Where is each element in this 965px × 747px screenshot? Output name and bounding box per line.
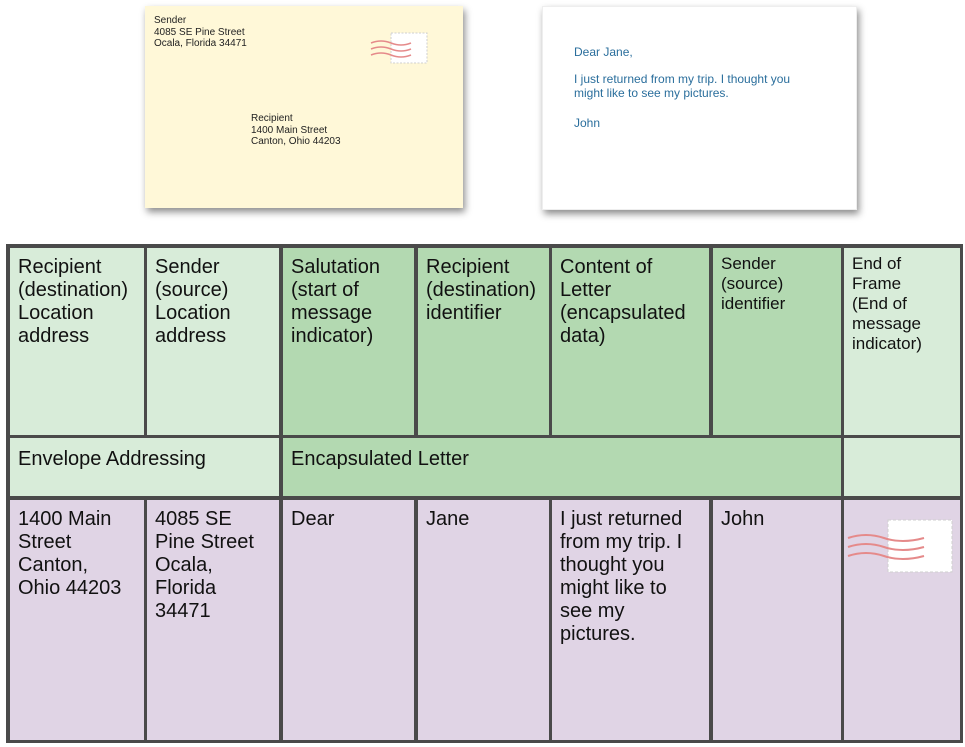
group-encapsulated-letter: Encapsulated Letter [283, 438, 841, 496]
header-line: (source) [721, 274, 784, 293]
header-end-of-frame: End of Frame (End of message indicator) [844, 248, 960, 435]
envelope-recipient-address: Recipient 1400 Main Street Canton, Ohio … [251, 113, 341, 148]
letter-signature: John [574, 116, 601, 130]
value-line: 1400 Main [18, 508, 112, 530]
postage-stamp-icon [847, 519, 953, 573]
header-line: End of [852, 254, 902, 273]
header-line: Recipient [18, 256, 102, 278]
header-line: Frame [852, 274, 902, 293]
envelope-sender-line: 4085 SE Pine Street [154, 26, 245, 38]
value-line: John [721, 508, 765, 530]
header-line: message [852, 314, 921, 333]
value-content-of-letter: I just returned from my trip. I thought … [552, 500, 709, 740]
value-salutation: Dear [283, 500, 414, 740]
letter-body-line: might like to see my pictures. [574, 86, 729, 100]
header-sender-location-address: Sender (source) Location address [147, 248, 279, 435]
header-line: Location [155, 302, 231, 324]
header-line: Salutation [291, 256, 380, 278]
header-line: Location [18, 302, 94, 324]
value-recipient-location-address: 1400 Main Street Canton, Ohio 44203 [10, 500, 144, 740]
header-recipient-identifier: Recipient (destination) identifier [418, 248, 549, 435]
header-sender-identifier: Sender (source) identifier [713, 248, 841, 435]
header-line: Recipient [426, 256, 510, 278]
value-line: 34471 [155, 600, 211, 622]
header-line: (start of [291, 279, 359, 301]
group-envelope-addressing: Envelope Addressing [10, 438, 279, 496]
letter: Dear Jane, I just returned from my trip.… [542, 6, 857, 210]
header-recipient-location-address: Recipient (destination) Location address [10, 248, 144, 435]
envelope-recipient-line: Recipient [251, 113, 293, 124]
value-line: Ocala, [155, 554, 213, 576]
value-line: see my [560, 600, 625, 622]
group-end-of-frame-blank [844, 438, 960, 496]
postage-stamp-icon [370, 32, 428, 64]
envelope-sender-address: Sender 4085 SE Pine Street Ocala, Florid… [154, 15, 247, 50]
value-line: Dear [291, 508, 335, 530]
value-end-of-frame [844, 500, 960, 740]
header-line: identifier [426, 302, 502, 324]
value-recipient-identifier: Jane [418, 500, 549, 740]
header-line: Sender [721, 254, 776, 273]
header-line: (source) [155, 279, 229, 301]
frame-table: Recipient (destination) Location address… [6, 244, 963, 743]
header-line: data) [560, 325, 606, 347]
envelope-sender-line: Ocala, Florida 34471 [154, 38, 247, 49]
header-line: (End of [852, 294, 907, 313]
envelope-recipient-line: 1400 Main Street [251, 124, 328, 136]
header-line: Letter [560, 279, 612, 301]
header-line: indicator) [291, 325, 374, 347]
value-line: might like to [560, 577, 667, 599]
letter-body: I just returned from my trip. I thought … [574, 72, 790, 100]
header-content-of-letter: Content of Letter (encapsulated data) [552, 248, 709, 435]
header-line: message [291, 302, 373, 324]
envelope-recipient-line: Canton, Ohio 44203 [251, 136, 341, 147]
value-line: from my trip. I [560, 531, 683, 553]
value-line: thought you [560, 554, 665, 576]
value-line: pictures. [560, 623, 636, 645]
value-line: 4085 SE [155, 508, 232, 530]
value-line: I just returned [560, 508, 683, 530]
value-line: Florida [155, 577, 217, 599]
value-line: Canton, [18, 554, 89, 576]
header-line: address [18, 325, 90, 347]
envelope: Sender 4085 SE Pine Street Ocala, Florid… [145, 6, 463, 208]
header-line: Content of [560, 256, 653, 278]
letter-greeting: Dear Jane, [574, 45, 633, 59]
value-line: Jane [426, 508, 470, 530]
header-salutation: Salutation (start of message indicator) [283, 248, 414, 435]
header-line: identifier [721, 294, 786, 313]
header-line: (encapsulated [560, 302, 686, 324]
header-line: indicator) [852, 334, 922, 353]
envelope-sender-line: Sender [154, 15, 187, 26]
value-line: Ohio 44203 [18, 577, 122, 599]
header-line: (destination) [426, 279, 537, 301]
group-label: Envelope Addressing [18, 448, 206, 470]
header-line: (destination) [18, 279, 129, 301]
header-line: Sender [155, 256, 220, 278]
value-sender-identifier: John [713, 500, 841, 740]
header-line: address [155, 325, 227, 347]
group-label: Encapsulated Letter [291, 448, 469, 470]
letter-body-line: I just returned from my trip. I thought … [574, 72, 791, 86]
value-line: Street [18, 531, 72, 553]
value-sender-location-address: 4085 SE Pine Street Ocala, Florida 34471 [147, 500, 279, 740]
value-line: Pine Street [155, 531, 254, 553]
